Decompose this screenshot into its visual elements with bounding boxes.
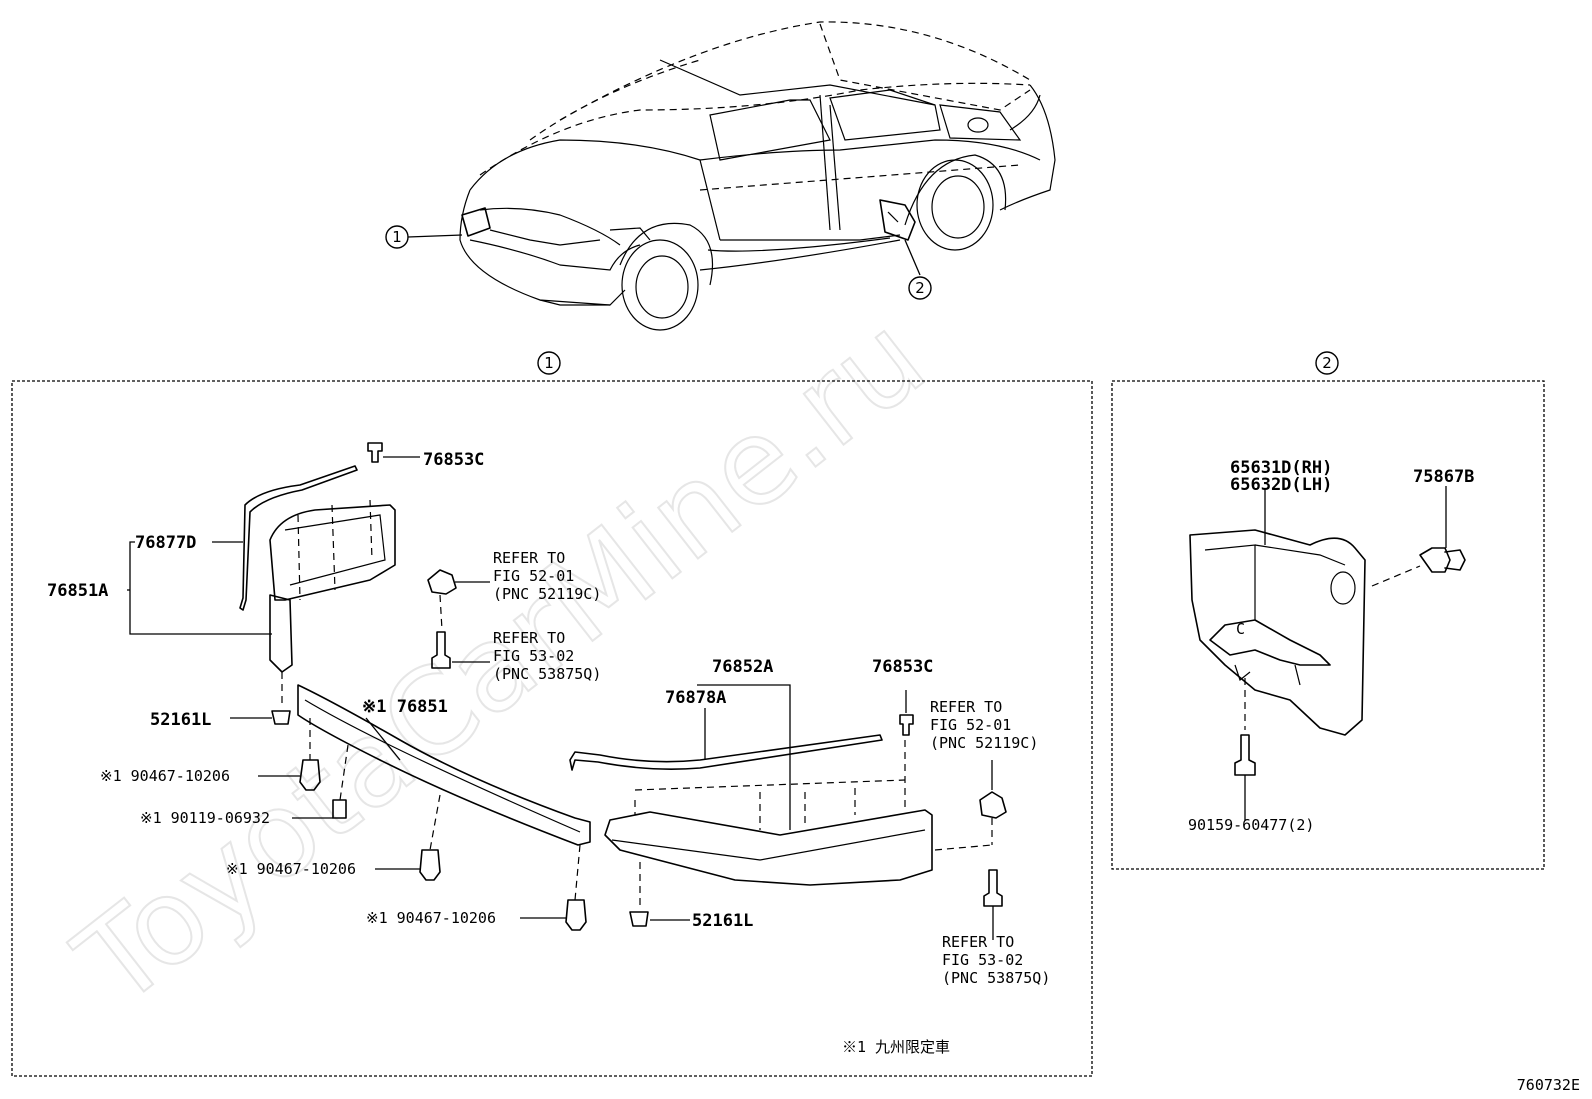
label-52161L-left: 52161L	[150, 710, 211, 730]
footnote-kyushu: ※1 九州限定車	[842, 1038, 950, 1056]
label-65632D-LH: 65632D(LH)	[1230, 475, 1332, 495]
label-90467-10206-b: ※1 90467-10206	[226, 860, 356, 878]
svg-text:REFER TO: REFER TO	[493, 629, 565, 647]
svg-text:2: 2	[915, 279, 925, 297]
svg-text:(PNC 52119C): (PNC 52119C)	[930, 734, 1038, 752]
label-refer-fig-52-01-upper: REFER TO FIG 52-01 (PNC 52119C)	[493, 549, 601, 603]
label-65631D-RH: 65631D(RH)	[1230, 458, 1332, 478]
label-76853C-right: 76853C	[872, 657, 933, 677]
svg-text:1: 1	[392, 228, 402, 246]
callout-2-overview: 2	[908, 276, 932, 300]
label-refer-fig-53-02-upper: REFER TO FIG 53-02 (PNC 53875Q)	[493, 629, 601, 683]
svg-text:FIG 52-01: FIG 52-01	[930, 716, 1011, 734]
label-52161L-bottom: 52161L	[692, 911, 753, 931]
panel-1-drawing	[127, 442, 1007, 940]
svg-text:C: C	[1236, 620, 1245, 638]
label-76853C-top: 76853C	[423, 450, 484, 470]
label-76852A: 76852A	[712, 657, 773, 677]
svg-text:1: 1	[544, 354, 554, 372]
svg-text:FIG 52-01: FIG 52-01	[493, 567, 574, 585]
svg-text:FIG 53-02: FIG 53-02	[942, 951, 1023, 969]
svg-text:REFER TO: REFER TO	[930, 698, 1002, 716]
svg-text:(PNC 52119C): (PNC 52119C)	[493, 585, 601, 603]
label-refer-fig-52-01-lower: REFER TO FIG 52-01 (PNC 52119C)	[930, 698, 1038, 752]
svg-text:FIG 53-02: FIG 53-02	[493, 647, 574, 665]
label-76851A: 76851A	[47, 581, 108, 601]
label-76851: ※1 76851	[362, 697, 448, 717]
figure-code: 760732E	[1517, 1076, 1580, 1094]
label-90119-06932: ※1 90119-06932	[140, 809, 270, 827]
svg-text:(PNC 53875Q): (PNC 53875Q)	[942, 969, 1050, 987]
label-refer-fig-53-02-lower: REFER TO FIG 53-02 (PNC 53875Q)	[942, 933, 1050, 987]
svg-text:2: 2	[1322, 354, 1332, 372]
panel-2-drawing: C	[1189, 486, 1466, 820]
label-90467-10206-c: ※1 90467-10206	[366, 909, 496, 927]
callout-1-panel: 1	[537, 351, 561, 375]
svg-text:REFER TO: REFER TO	[942, 933, 1014, 951]
svg-text:(PNC 53875Q): (PNC 53875Q)	[493, 665, 601, 683]
svg-text:REFER TO: REFER TO	[493, 549, 565, 567]
callout-2-panel: 2	[1315, 351, 1339, 375]
label-76877D: 76877D	[135, 533, 196, 553]
label-76878A: 76878A	[665, 688, 726, 708]
car-overview	[407, 21, 1056, 331]
label-90159-60477: 90159-60477(2)	[1188, 816, 1314, 834]
label-90467-10206-a: ※1 90467-10206	[100, 767, 230, 785]
panel-1-frame	[11, 380, 1093, 1077]
callout-1-overview: 1	[385, 225, 409, 249]
label-75867B: 75867B	[1413, 467, 1474, 487]
panel-2-frame	[1111, 380, 1545, 870]
